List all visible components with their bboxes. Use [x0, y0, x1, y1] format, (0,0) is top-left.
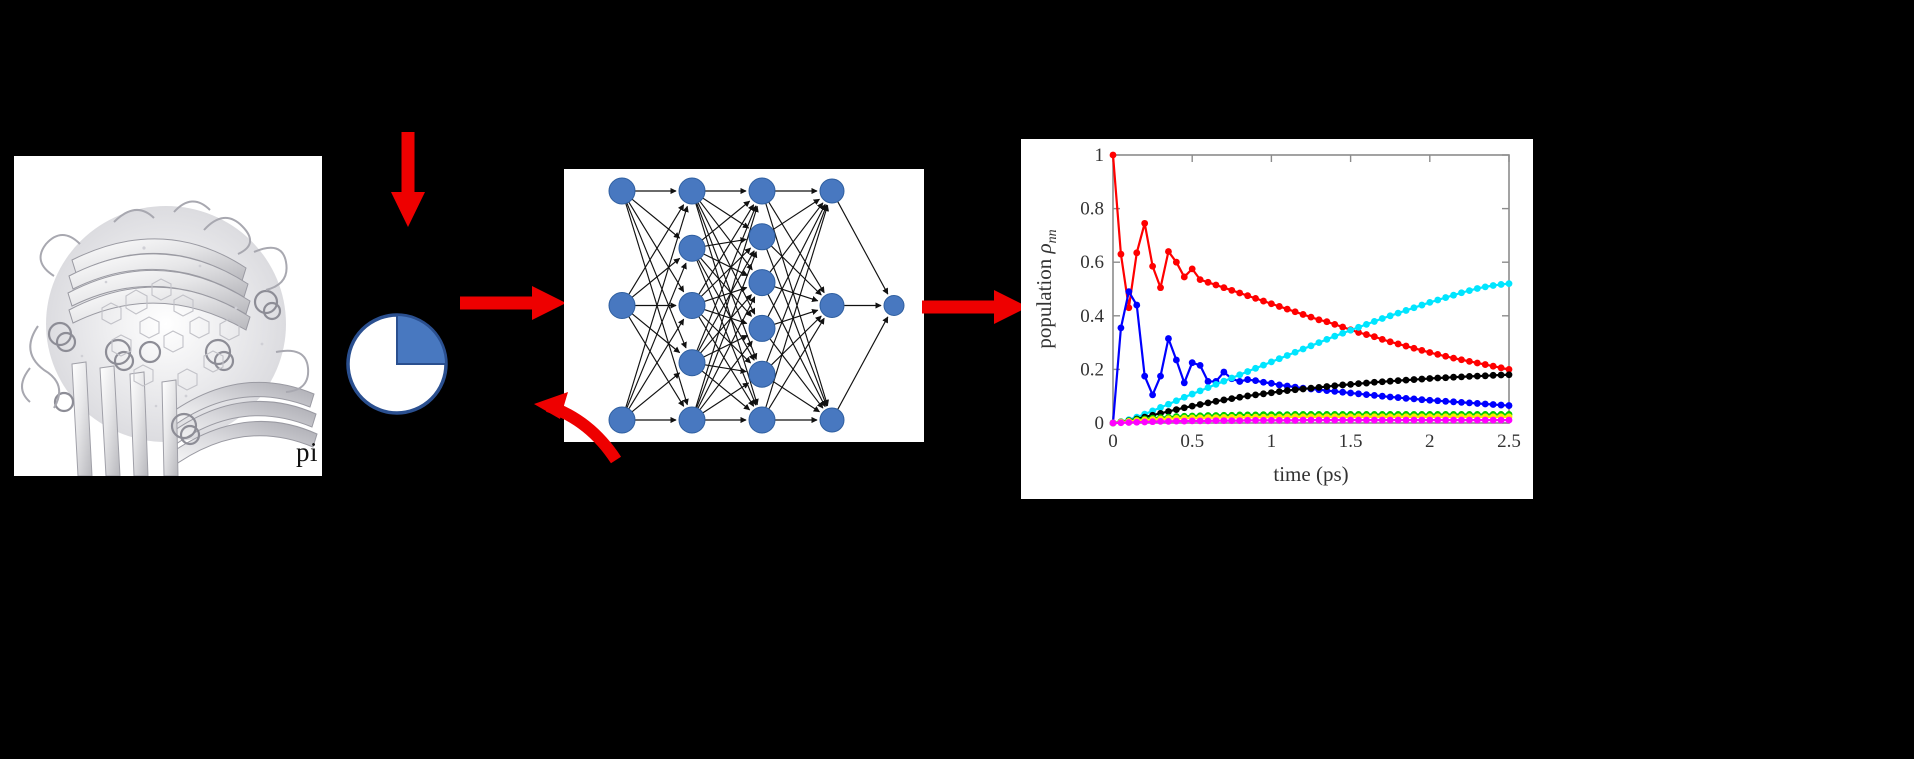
x-tick-0: 0 — [1108, 431, 1118, 452]
population-dynamics-plot-panel: 0 0.5 1 1.5 2 2.5 0 0.2 0.4 0.6 0.8 1 time (ps) po… — [1021, 139, 1533, 499]
protein-structure-panel: pi — [14, 156, 322, 476]
arrow-down-to-pie-icon — [391, 132, 425, 227]
nn-node-l1-n1 — [608, 177, 636, 205]
x-tick-2.5: 2.5 — [1497, 431, 1521, 452]
nn-nodes — [608, 177, 905, 434]
nn-node-l4-n3 — [819, 407, 845, 433]
pdb-label: pi — [295, 437, 318, 467]
protein-ribbon-diagram — [14, 156, 322, 476]
nn-node-l2-n3 — [678, 292, 706, 319]
nn-node-l3-n1 — [748, 177, 776, 205]
neural-network-panel — [564, 169, 924, 442]
nn-node-l5-n1 — [883, 295, 905, 316]
nn-node-l2-n5 — [678, 406, 706, 434]
x-axis-label: time (ps) — [1273, 462, 1348, 486]
nn-node-l3-n3 — [748, 269, 776, 297]
y-axis-label: population ρnn — [1032, 229, 1060, 348]
nn-node-l2-n4 — [678, 349, 706, 377]
y-axis-label-text: population ρnn — [1032, 229, 1060, 348]
x-tick-2: 2 — [1425, 431, 1435, 452]
x-tick-1: 1 — [1267, 431, 1277, 452]
series-layer — [1109, 151, 1513, 427]
y-tick-0: 0 — [1095, 413, 1105, 434]
pie-slice-training — [396, 313, 448, 365]
arrow-feedback-loop-icon — [534, 392, 622, 464]
nn-node-l4-n1 — [819, 178, 845, 204]
y-tick-1: 1 — [1095, 145, 1105, 166]
x-tick-0.5: 0.5 — [1180, 431, 1204, 452]
y-tick-0.8: 0.8 — [1080, 199, 1104, 220]
nn-node-l3-n6 — [748, 406, 776, 434]
series-site-1 — [1109, 151, 1513, 373]
nn-node-l3-n5 — [748, 360, 776, 388]
y-tick-0.4: 0.4 — [1080, 306, 1104, 327]
nn-node-l2-n2 — [678, 234, 706, 262]
arrow-pie-to-network-icon — [460, 286, 566, 320]
nn-node-l3-n4 — [748, 314, 776, 342]
nn-node-l1-n2 — [608, 292, 636, 319]
population-dynamics-chart: 0 0.5 1 1.5 2 2.5 0 0.2 0.4 0.6 0.8 1 time (ps) po… — [1021, 139, 1533, 499]
x-tick-1.5: 1.5 — [1339, 431, 1363, 452]
y-tick-labels: 0 0.2 0.4 0.6 0.8 1 — [1080, 145, 1104, 434]
y-tick-0.2: 0.2 — [1080, 359, 1104, 380]
nn-node-l2-n1 — [678, 177, 706, 205]
training-fraction-pie-chart — [345, 312, 449, 416]
series-site-7 — [1109, 416, 1513, 427]
x-tick-labels: 0 0.5 1 1.5 2 2.5 — [1108, 431, 1521, 452]
nn-node-l1-n3 — [608, 406, 636, 434]
nn-connections — [625, 187, 889, 424]
arrow-network-to-plot-icon — [922, 290, 1028, 324]
nn-node-l3-n2 — [748, 223, 776, 251]
pie-svg — [346, 313, 448, 415]
y-tick-0.6: 0.6 — [1080, 252, 1104, 273]
nn-node-l4-n2 — [819, 293, 845, 318]
neural-network-diagram — [564, 169, 924, 442]
